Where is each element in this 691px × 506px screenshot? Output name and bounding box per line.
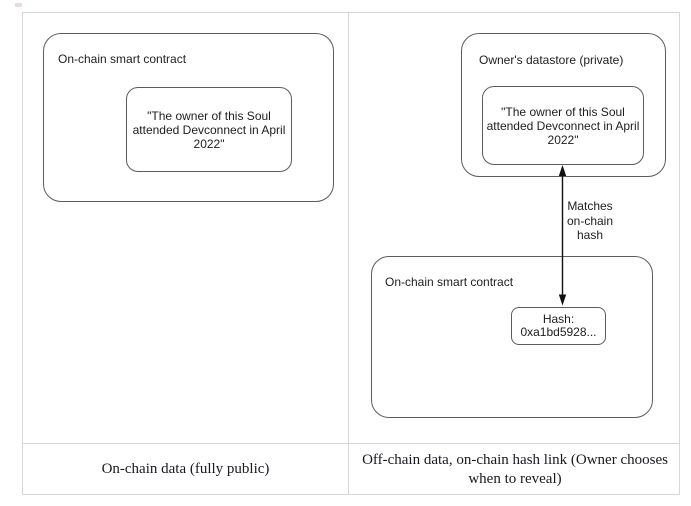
arrow-label: Matches on-chain hash [550, 199, 630, 243]
caption-right: Off-chain data, on-chain hash link (Owne… [349, 444, 681, 495]
quote-line: 2022" [547, 132, 579, 147]
quote-line: attended Devconnect in April [486, 118, 640, 133]
quote-line: attended Devconnect in April [132, 122, 286, 137]
on-chain-contract-label-left: On-chain smart contract [58, 52, 187, 66]
caption-left-text: On-chain data (fully public) [101, 461, 270, 477]
arrow-label-line: on-chain [566, 213, 614, 228]
caption-right-line: when to reveal) [468, 470, 562, 487]
on-chain-contract-box-right [371, 256, 653, 418]
column-divider [348, 13, 349, 494]
quote-box-right: "The owner of this Soul attended Devconn… [482, 86, 644, 165]
caption-right-line: Off-chain data, on-chain hash link (Owne… [362, 451, 668, 468]
comparison-table: On-chain smart contract "The owner of th… [22, 12, 680, 495]
on-chain-contract-label-right: On-chain smart contract [385, 275, 514, 289]
hash-box: Hash: 0xa1bd5928... [511, 307, 606, 345]
artifact-mark [15, 3, 22, 7]
quote-line: "The owner of this Soul [147, 108, 271, 123]
hash-line: 0xa1bd5928... [520, 325, 597, 339]
arrow-label-line: Matches [567, 199, 613, 213]
quote-line: 2022" [193, 136, 225, 151]
quote-box-left: "The owner of this Soul attended Devconn… [126, 87, 292, 172]
arrow-label-line: hash [576, 228, 604, 242]
caption-divider [23, 443, 679, 444]
owners-datastore-label: Owner's datastore (private) [479, 53, 624, 67]
hash-line: Hash: [542, 312, 575, 326]
caption-left: On-chain data (fully public) [23, 444, 348, 495]
quote-line: "The owner of this Soul [501, 104, 625, 119]
